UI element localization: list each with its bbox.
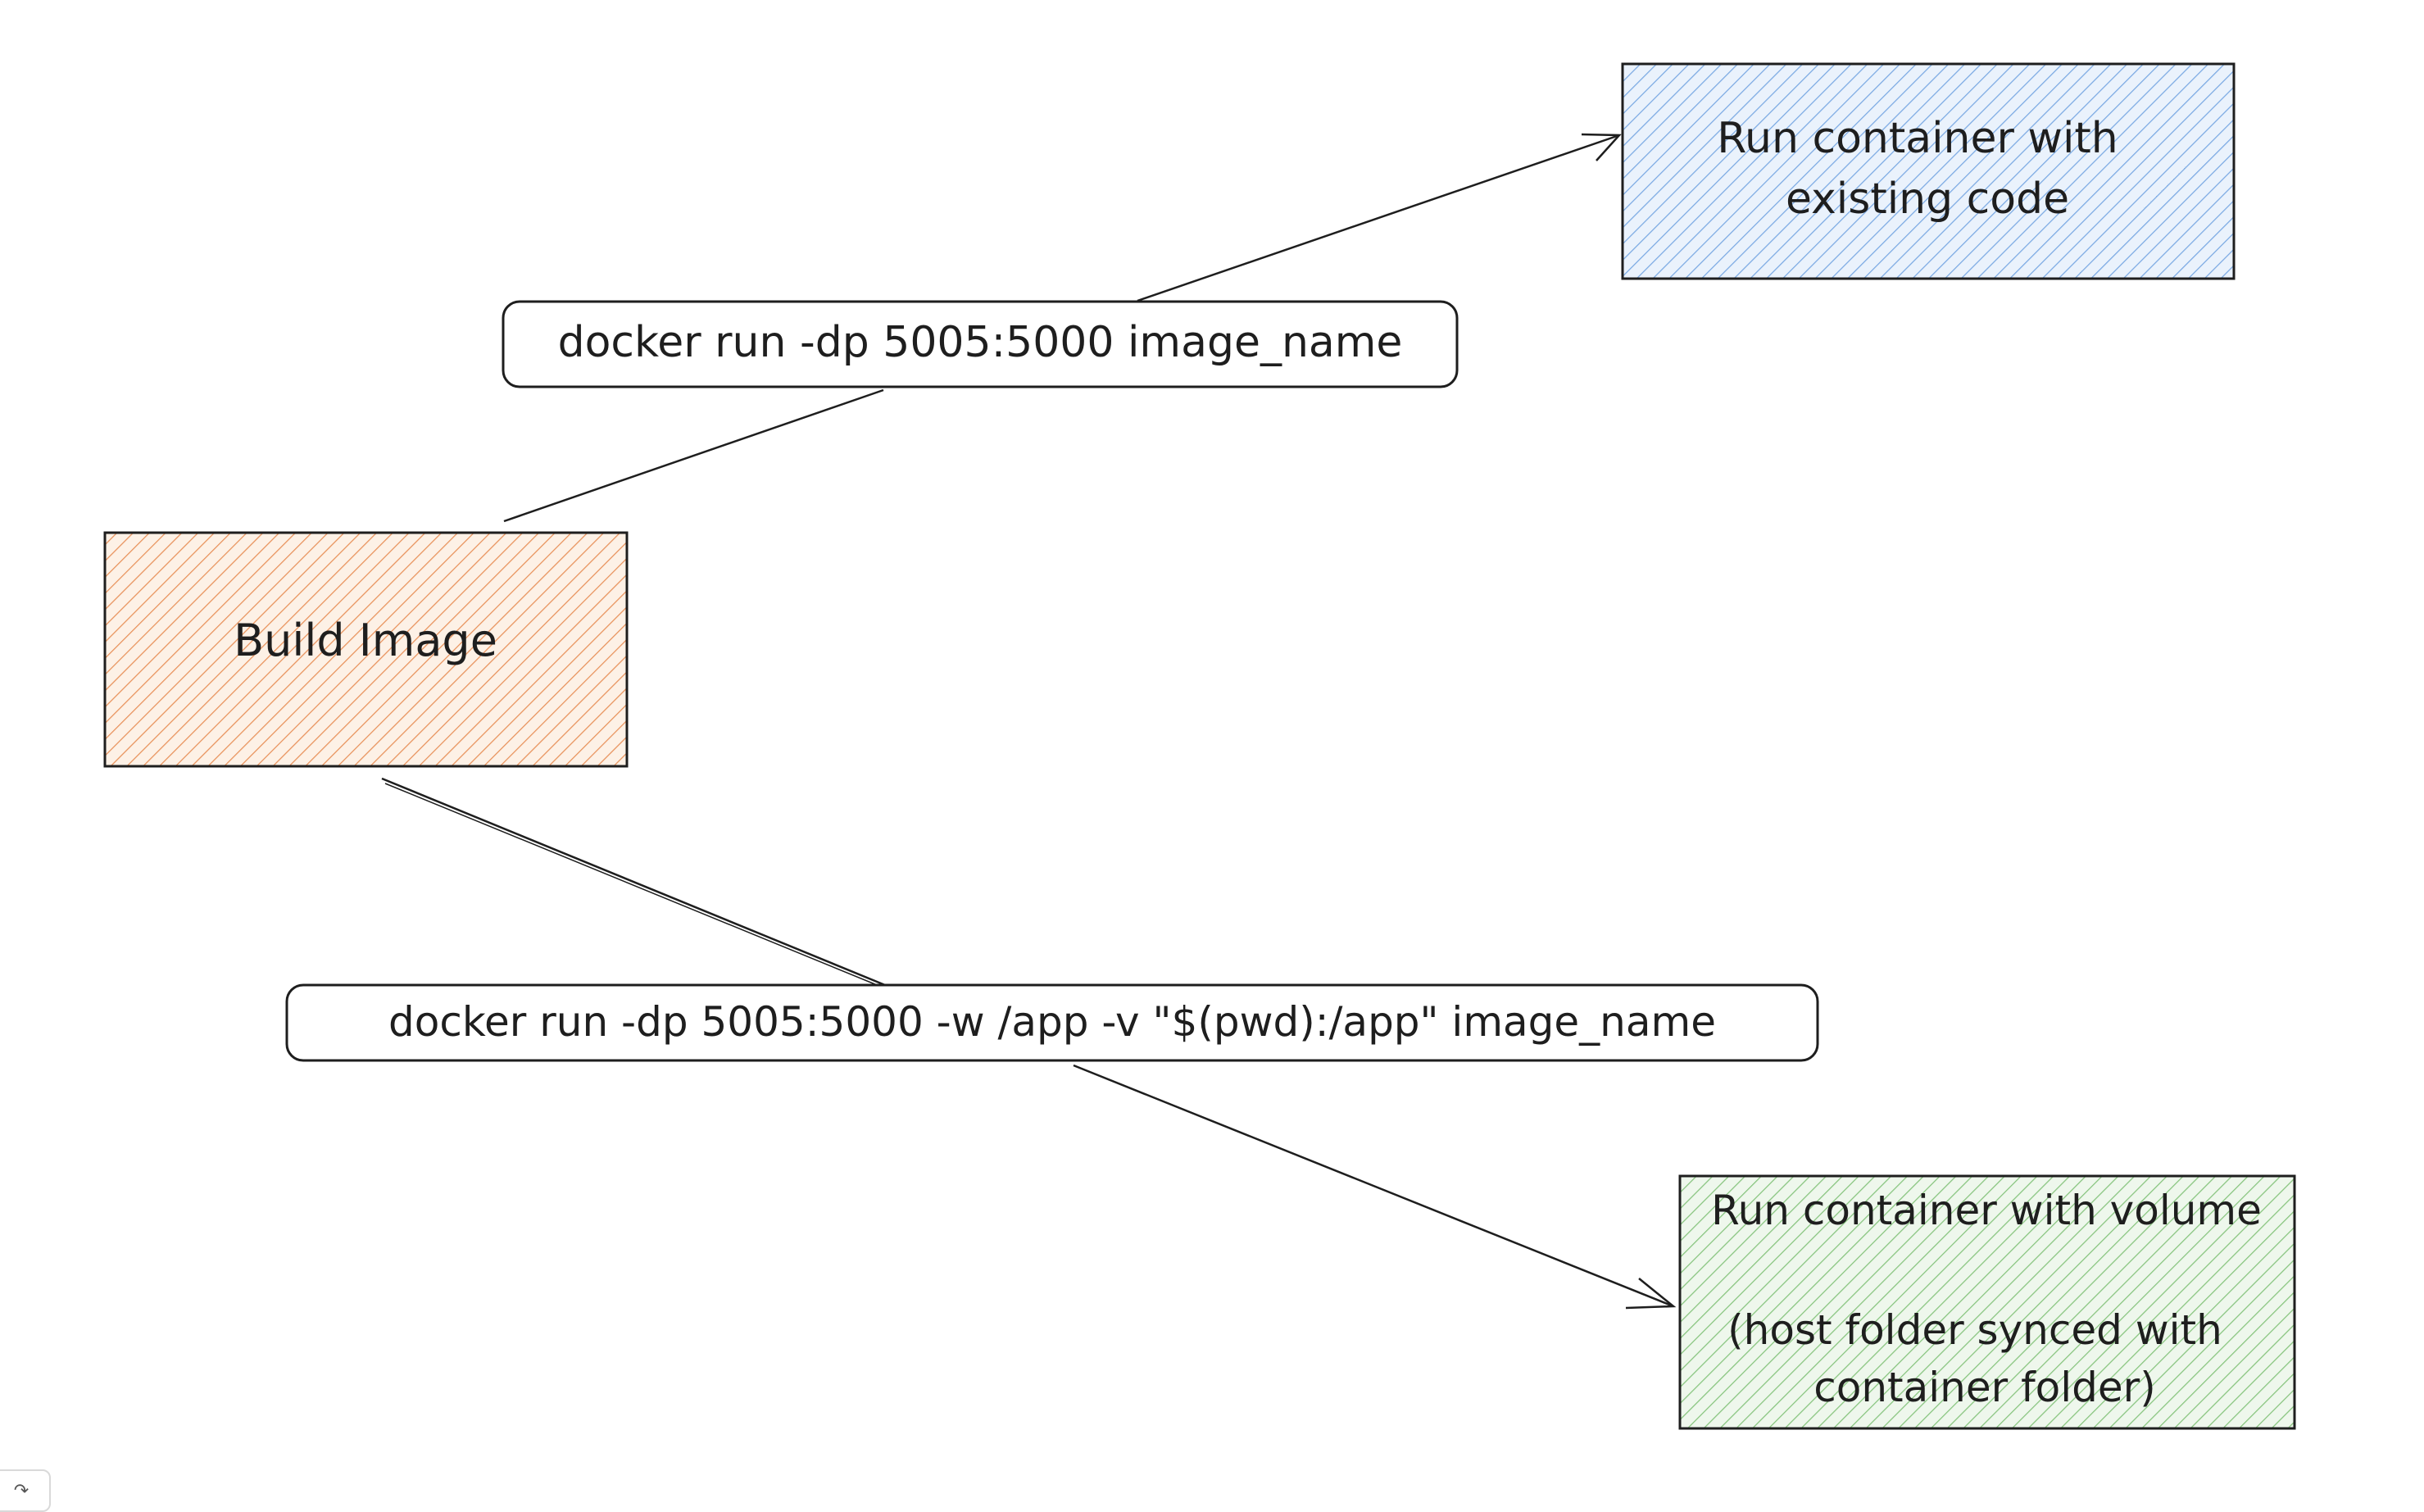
arrowhead-icon bbox=[1581, 133, 1622, 161]
edge-build-to-volume[interactable] bbox=[381, 777, 1677, 1310]
node-build-image-label: Build Image bbox=[234, 615, 497, 666]
edge-build-to-existing[interactable] bbox=[503, 133, 1622, 523]
top-command-text: docker run -dp 5005:5000 image_name bbox=[558, 318, 1403, 367]
redo-arrow-icon[interactable]: ↷ bbox=[0, 1469, 51, 1512]
node-run-volume-label-line-4: container folder) bbox=[1813, 1364, 2155, 1411]
arrowhead-icon bbox=[1625, 1278, 1677, 1310]
node-run-existing[interactable]: Run container with existing code bbox=[1621, 62, 2236, 280]
node-run-volume-label-line-1: Run container with volume bbox=[1711, 1187, 2262, 1234]
node-run-existing-label-line-2: existing code bbox=[1786, 175, 2069, 224]
node-build-image[interactable]: Build Image bbox=[103, 531, 629, 768]
bottom-command-text: docker run -dp 5005:5000 -w /app -v "$(p… bbox=[388, 998, 1716, 1046]
node-run-volume-label-line-3: (host folder synced with bbox=[1727, 1306, 2222, 1354]
edge-label-bottom-command[interactable]: docker run -dp 5005:5000 -w /app -v "$(p… bbox=[285, 983, 1819, 1062]
node-run-existing-label-line-1: Run container with bbox=[1717, 114, 2118, 163]
node-run-volume[interactable]: Run container with volume (host folder s… bbox=[1678, 1174, 2296, 1430]
edge-label-top-command[interactable]: docker run -dp 5005:5000 image_name bbox=[502, 300, 1459, 388]
